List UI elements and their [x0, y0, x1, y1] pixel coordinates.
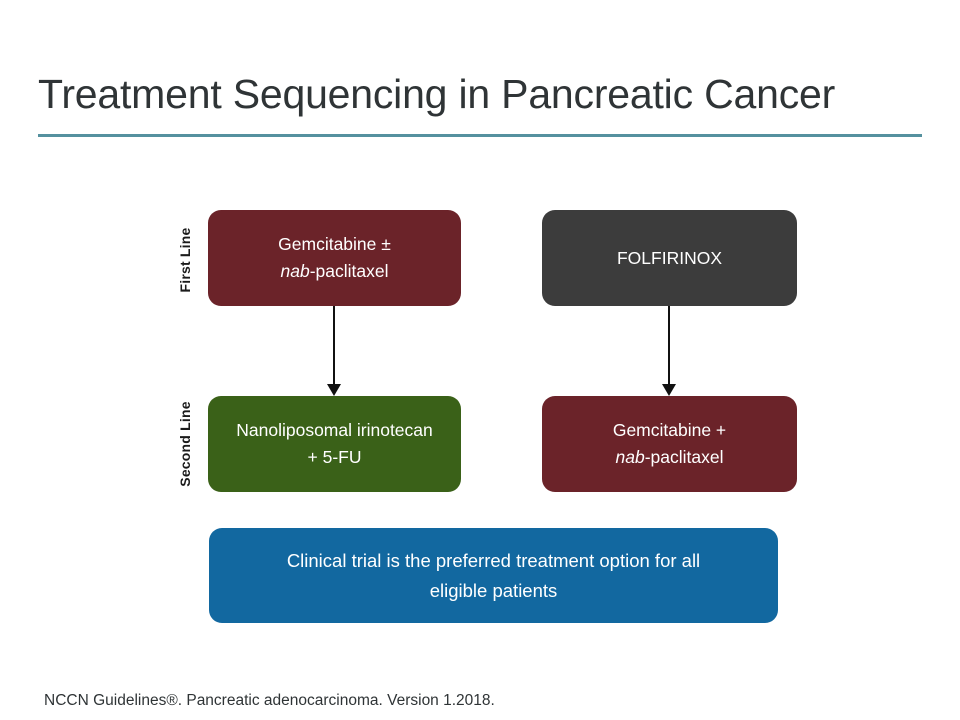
treatment-box-line2-rest: -paclitaxel — [644, 447, 724, 467]
treatment-box-nanoliposomal-irinotecan-5fu: Nanoliposomal irinotecan + 5-FU — [208, 396, 461, 492]
row-label-second-line: Second Line — [177, 401, 193, 487]
arrow-down-right — [658, 306, 680, 396]
clinical-trial-line1: Clinical trial is the preferred treatmen… — [286, 549, 701, 571]
treatment-box-line1: Gemcitabine + — [612, 420, 727, 440]
treatment-box-line2-italic: nab — [615, 447, 645, 467]
treatment-box-line1: FOLFIRINOX — [616, 247, 722, 268]
arrow-head-icon — [662, 384, 676, 396]
clinical-trial-banner: Clinical trial is the preferred treatmen… — [209, 528, 778, 623]
arrow-down-left — [323, 306, 345, 396]
arrow-head-icon — [327, 384, 341, 396]
treatment-box-line1: Nanoliposomal irinotecan — [236, 420, 433, 440]
treatment-box-line1: Gemcitabine ± — [278, 234, 391, 254]
source-citation: NCCN Guidelines®. Pancreatic adenocarcin… — [44, 692, 495, 709]
treatment-box-gemcitabine-nab-paclitaxel-second-line: Gemcitabine + nab-paclitaxel — [542, 396, 797, 492]
treatment-box-line2-rest: -paclitaxel — [309, 261, 389, 281]
treatment-box-folfirinox: FOLFIRINOX — [542, 210, 797, 306]
clinical-trial-line2: eligible patients — [429, 579, 558, 601]
arrow-shaft — [333, 306, 335, 384]
treatment-box-line2: + 5-FU — [307, 447, 362, 467]
treatment-box-gemcitabine-nab-paclitaxel-first-line: Gemcitabine ± nab-paclitaxel — [208, 210, 461, 306]
page-title: Treatment Sequencing in Pancreatic Cance… — [38, 71, 836, 117]
title-divider — [38, 134, 922, 137]
row-label-first-line: First Line — [177, 227, 193, 293]
treatment-box-line2-italic: nab — [280, 261, 310, 281]
arrow-shaft — [668, 306, 670, 384]
